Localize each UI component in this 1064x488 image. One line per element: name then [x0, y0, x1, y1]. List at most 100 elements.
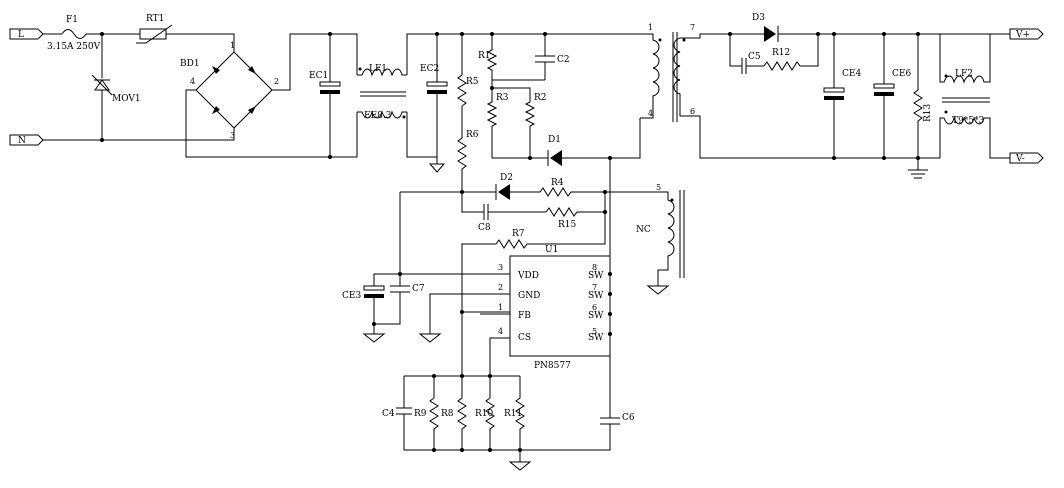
rt1-label: RT1 [146, 14, 164, 24]
capacitor-c6: C6 [520, 413, 635, 451]
c8-label: C8 [478, 223, 491, 233]
ce3-label: CE3 [342, 291, 361, 301]
ic-pin-sw6-num: 6 [592, 303, 597, 312]
fuse-f1: F1 3.15A 250V [47, 15, 101, 52]
terminal-n-label: N [18, 136, 26, 146]
capacitor-c2: C2 [535, 34, 570, 80]
r4-label: R4 [551, 178, 564, 188]
terminal-n: N [9, 134, 44, 146]
transformer-pin1: 1 [648, 23, 653, 32]
r6-label: R6 [466, 130, 479, 140]
resistor-r5: R5 [457, 34, 479, 128]
r11-label: R11 [504, 409, 522, 419]
terminal-vplus-label: V+ [1015, 30, 1030, 40]
capacitor-ce4: CE4 [823, 34, 861, 158]
transformer-pin4: 4 [648, 109, 653, 118]
ic-pin-sw7-num: 7 [592, 283, 597, 292]
transformer: 1 4 7 6 [640, 23, 695, 122]
ic-pin-fb-num: 1 [498, 303, 503, 312]
capacitor-c4: C4 [382, 376, 412, 450]
diode-d1: D1 [547, 135, 562, 166]
t9-core-label: T9*5*3 [952, 116, 984, 126]
c4-label: C4 [382, 409, 395, 419]
ic-pin-gnd-name: GND [518, 291, 540, 301]
resistor-r7: R7 [461, 212, 606, 312]
resistor-r12: R12 [763, 34, 819, 71]
f1-label: F1 [66, 15, 78, 25]
bd1-pin1: 1 [230, 41, 235, 50]
ground-symbol [362, 333, 386, 343]
thermistor-rt1: RT1 [136, 14, 173, 44]
capacitor-c8: C8 [461, 192, 546, 233]
resistor-r4: R4 [510, 178, 660, 197]
ic-pin-sw8-num: 8 [592, 263, 597, 272]
resistor-r8: R8 [441, 376, 467, 450]
r3-label: R3 [496, 93, 509, 103]
ce4-label: CE4 [842, 69, 861, 79]
resistor-r6: R6 [457, 128, 479, 192]
ce6-label: CE6 [892, 69, 911, 79]
resistor-r1: R1 [478, 34, 498, 88]
ground-symbol [508, 461, 532, 471]
resistor-r10: R10 [475, 376, 495, 450]
r1-label: R1 [478, 51, 491, 61]
bd1-pin2: 2 [274, 77, 279, 86]
ic-pin-sw7-name: SW [588, 291, 604, 301]
r9-label: R9 [414, 409, 427, 419]
capacitor-c5: C5 [729, 34, 764, 74]
transformer-pin6: 6 [690, 107, 695, 116]
u1-label: U1 [545, 245, 558, 255]
varistor-mov1: MOV1 [91, 34, 141, 140]
ec2-label: EC2 [420, 64, 439, 74]
r12-label: R12 [772, 48, 790, 58]
resistor-r15: R15 [545, 192, 606, 230]
ic-pin-cs-name: CS [518, 333, 531, 343]
r2-label: R2 [534, 93, 547, 103]
terminal-l-label: L [18, 30, 24, 40]
r8-label: R8 [441, 409, 454, 419]
bd1-pin3: 3 [230, 131, 235, 140]
ground-symbol [908, 158, 928, 179]
f1-rating-label: 3.15A 250V [47, 42, 101, 52]
common-mode-choke-lf2: LF2 T9*5*3 [939, 33, 1010, 159]
r7-label: R7 [512, 229, 525, 239]
bridge-rectifier-bd1: BD1 1 2 3 4 [180, 41, 279, 140]
bd1-pin4: 4 [190, 77, 195, 86]
capacitor-ec1: EC1 [309, 34, 341, 157]
terminal-l: L [9, 28, 44, 40]
transformer-pin7: 7 [690, 23, 695, 32]
ground-symbol [428, 163, 446, 173]
r13-label: R13 [923, 103, 933, 122]
ground-symbol [418, 333, 442, 343]
bd1-label: BD1 [180, 59, 200, 69]
ic-pin-sw8-name: SW [588, 271, 604, 281]
ic-pin-gnd-num: 2 [498, 283, 503, 292]
c7-label: C7 [412, 284, 425, 294]
ec1-label: EC1 [309, 71, 328, 81]
c2-label: C2 [557, 55, 570, 65]
lf1-label: LF1 [369, 64, 387, 74]
r5-label: R5 [466, 77, 479, 87]
r15-label: R15 [558, 220, 577, 230]
resistor-r3: R3 [486, 88, 509, 158]
terminal-vminus: V- [1009, 152, 1044, 164]
resistor-r9: R9 [414, 376, 439, 450]
diode-d3: D3 [730, 13, 779, 42]
resistor-r13: R13 [913, 34, 933, 158]
common-mode-choke-lf1: LF1 EE8.3 [357, 64, 407, 121]
ground-symbol [646, 285, 670, 295]
ic-pin-sw5-name: SW [588, 333, 604, 343]
capacitor-c7: C7 [374, 274, 425, 325]
auxiliary-winding: 5 NC [636, 183, 685, 286]
d2-label: D2 [500, 173, 513, 183]
c6-label: C6 [622, 413, 635, 423]
ee-core-label: EE8.3 [364, 111, 392, 121]
ic-pin-vdd-num: 3 [498, 263, 503, 272]
ic-pin-vdd-name: VDD [517, 271, 539, 281]
d1-label: D1 [548, 135, 561, 145]
mov1-label: MOV1 [112, 94, 141, 104]
capacitor-ec2: EC2 [420, 34, 448, 164]
ic-part-label: PN8577 [534, 361, 571, 371]
transformer-pin5: 5 [656, 183, 661, 192]
